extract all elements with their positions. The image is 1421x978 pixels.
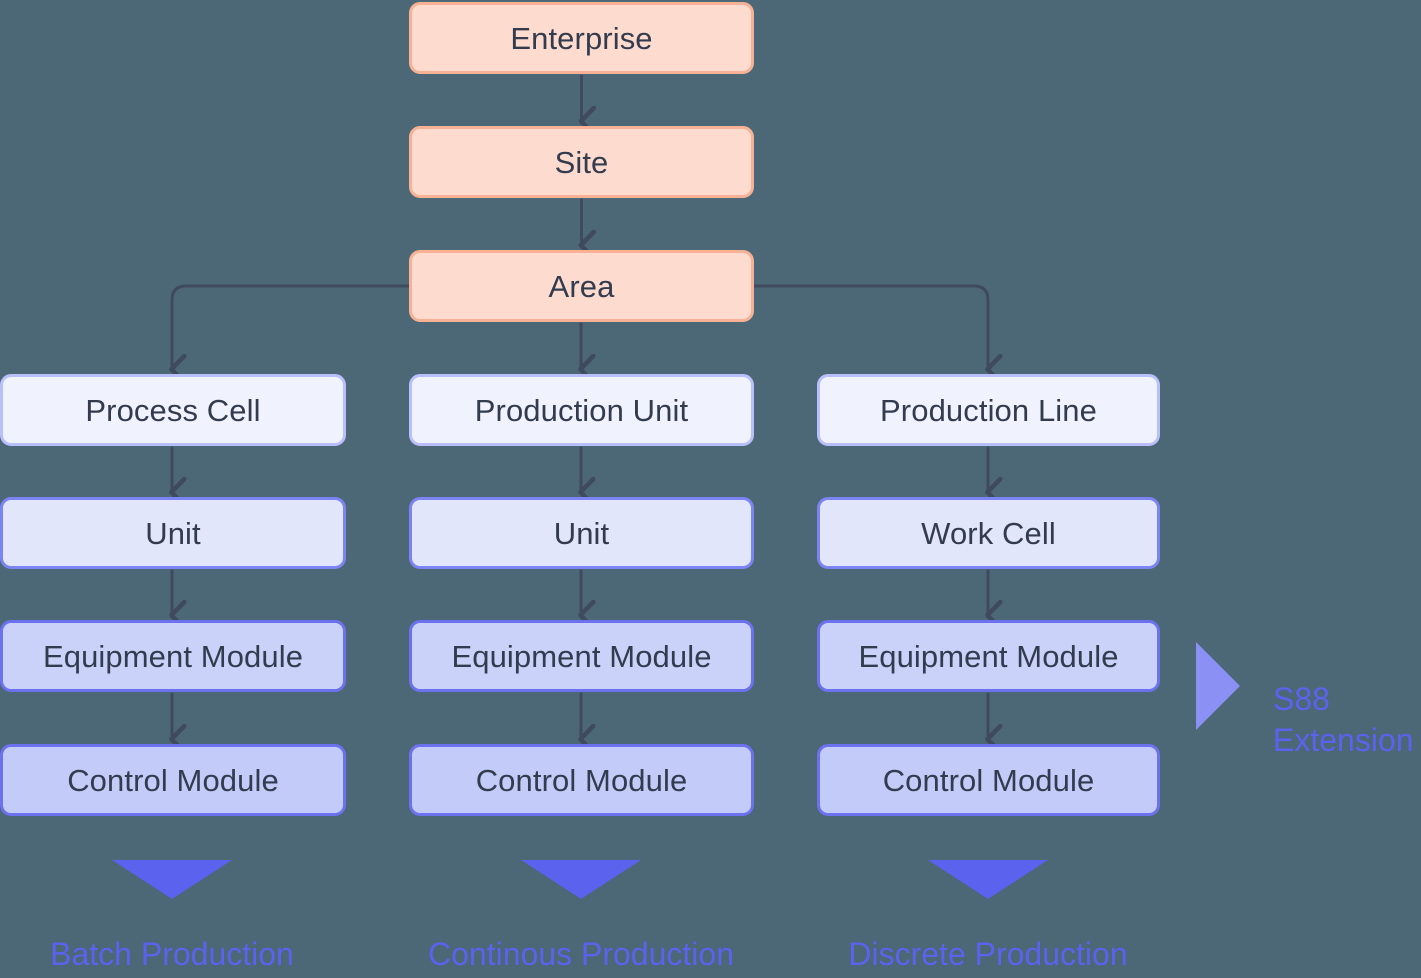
node-continuous-unit[interactable]: Unit [409, 497, 754, 569]
node-label: Control Module [67, 762, 279, 798]
s88-line-2: Extension [1273, 721, 1414, 758]
node-batch-process-cell[interactable]: Process Cell [0, 374, 346, 446]
node-continuous-control-module[interactable]: Control Module [409, 744, 754, 816]
node-batch-unit[interactable]: Unit [0, 497, 346, 569]
triangle-right-icon [1196, 642, 1240, 730]
node-label: Production Line [880, 392, 1097, 428]
node-batch-control-module[interactable]: Control Module [0, 744, 346, 816]
node-label: Site [554, 144, 609, 180]
node-label: Control Module [475, 762, 688, 798]
node-label: Equipment Module [451, 638, 712, 674]
s88-extension-annotation: S88 Extension [1273, 679, 1414, 761]
node-label: Unit [145, 515, 201, 551]
node-label: Equipment Module [858, 638, 1119, 674]
branch-connector-icon-right [752, 284, 988, 368]
node-continuous-production-unit[interactable]: Production Unit [409, 374, 754, 446]
branch-connector-icon-left [172, 284, 411, 368]
node-continuous-equipment-module[interactable]: Equipment Module [409, 620, 754, 692]
node-label: Production Unit [474, 392, 689, 428]
node-label: Equipment Module [42, 638, 304, 674]
production-label-batch: Batch Production [50, 936, 294, 972]
production-label-discrete: Discrete Production [848, 936, 1128, 972]
node-area[interactable]: Area [409, 250, 754, 322]
production-label-continuous: Continous Production [428, 936, 734, 972]
node-label: Control Module [882, 762, 1095, 798]
node-label: Work Cell [921, 515, 1056, 551]
node-discrete-equipment-module[interactable]: Equipment Module [817, 620, 1160, 692]
node-label: Enterprise [510, 20, 653, 56]
node-label: Process Cell [85, 392, 261, 428]
node-batch-equipment-module[interactable]: Equipment Module [0, 620, 346, 692]
node-label: Area [548, 268, 615, 304]
triangle-down-icon-continuous [521, 860, 641, 899]
node-discrete-control-module[interactable]: Control Module [817, 744, 1160, 816]
node-site[interactable]: Site [409, 126, 754, 198]
node-enterprise[interactable]: Enterprise [409, 2, 754, 74]
node-discrete-work-cell[interactable]: Work Cell [817, 497, 1160, 569]
node-label: Unit [553, 515, 610, 551]
triangle-down-icon-discrete [928, 860, 1048, 899]
s88-line-1: S88 [1273, 681, 1330, 717]
triangle-down-icon-batch [112, 860, 232, 899]
node-discrete-production-line[interactable]: Production Line [817, 374, 1160, 446]
